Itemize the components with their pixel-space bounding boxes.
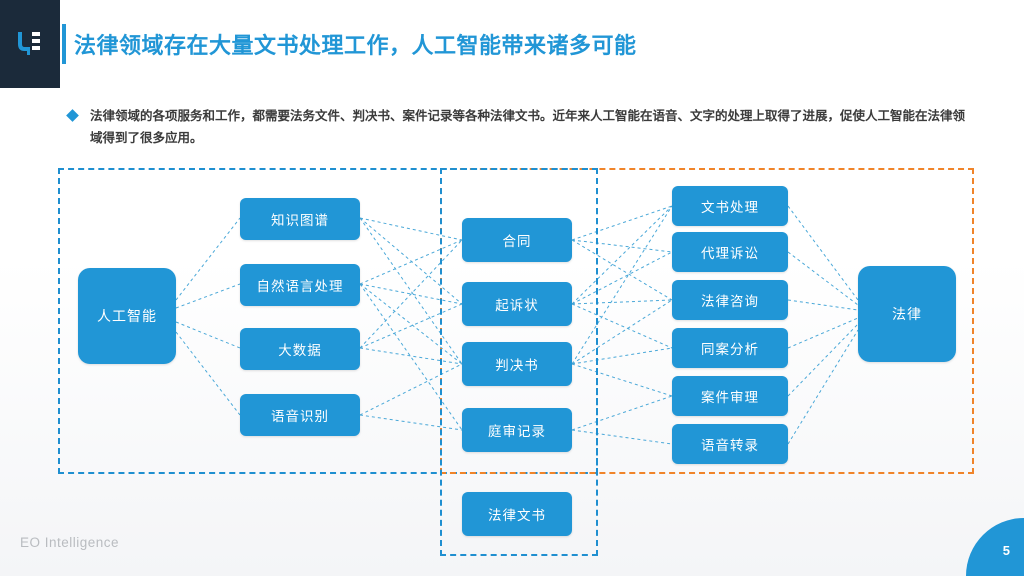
node-label: 判决书 xyxy=(495,358,539,373)
node-doc-trial-record[interactable]: 庭审记录 xyxy=(462,408,572,452)
node-label: 人工智能 xyxy=(97,308,157,324)
node-tech-nlp[interactable]: 自然语言处理 xyxy=(240,264,360,306)
node-doc-legal-document[interactable]: 法律文书 xyxy=(462,492,572,536)
node-label: 法律 xyxy=(892,306,922,322)
slide-header: 法律领域存在大量文书处理工作，人工智能带来诸多可能 xyxy=(0,0,1024,88)
bullet-text: 法律领域的各项服务和工作，都需要法务文件、判决书、案件记录等各种法律文书。近年来… xyxy=(90,109,966,145)
yiou-logo-icon xyxy=(10,24,50,64)
dashed-frame-documents xyxy=(440,168,598,556)
node-service-case-trial[interactable]: 案件审理 xyxy=(672,376,788,416)
node-label: 起诉状 xyxy=(495,298,539,313)
node-doc-judgment[interactable]: 判决书 xyxy=(462,342,572,386)
node-target-law[interactable]: 法律 xyxy=(858,266,956,362)
node-service-agency-litigation[interactable]: 代理诉讼 xyxy=(672,232,788,272)
node-label: 案件审理 xyxy=(701,390,759,405)
node-label: 大数据 xyxy=(278,343,322,358)
node-label: 文书处理 xyxy=(701,200,759,215)
footer-brand: EO Intelligence xyxy=(20,535,120,550)
node-label: 同案分析 xyxy=(701,342,759,357)
node-label: 庭审记录 xyxy=(488,424,546,439)
logo-box xyxy=(0,0,60,88)
node-label: 代理诉讼 xyxy=(701,246,759,261)
node-label: 法律咨询 xyxy=(701,294,759,309)
node-tech-speech-recognition[interactable]: 语音识别 xyxy=(240,394,360,436)
bullet-row: 法律领域的各项服务和工作，都需要法务文件、判决书、案件记录等各种法律文书。近年来… xyxy=(66,106,968,150)
page-number: 5 xyxy=(1002,543,1010,558)
title-accent-bar xyxy=(62,24,66,64)
node-service-document-processing[interactable]: 文书处理 xyxy=(672,186,788,226)
node-service-similar-case-analysis[interactable]: 同案分析 xyxy=(672,328,788,368)
node-label: 合同 xyxy=(502,234,532,249)
node-label: 语音识别 xyxy=(271,409,329,424)
page-title: 法律领域存在大量文书处理工作，人工智能带来诸多可能 xyxy=(74,33,637,58)
node-service-legal-consulting[interactable]: 法律咨询 xyxy=(672,280,788,320)
node-doc-complaint[interactable]: 起诉状 xyxy=(462,282,572,326)
node-label: 语音转录 xyxy=(701,438,759,453)
node-doc-contract[interactable]: 合同 xyxy=(462,218,572,262)
node-source-ai[interactable]: 人工智能 xyxy=(78,268,176,364)
node-label: 法律文书 xyxy=(488,508,546,523)
node-label: 知识图谱 xyxy=(271,213,329,228)
node-tech-big-data[interactable]: 大数据 xyxy=(240,328,360,370)
node-service-voice-transcription[interactable]: 语音转录 xyxy=(672,424,788,464)
node-tech-knowledge-graph[interactable]: 知识图谱 xyxy=(240,198,360,240)
node-label: 自然语言处理 xyxy=(256,279,344,294)
